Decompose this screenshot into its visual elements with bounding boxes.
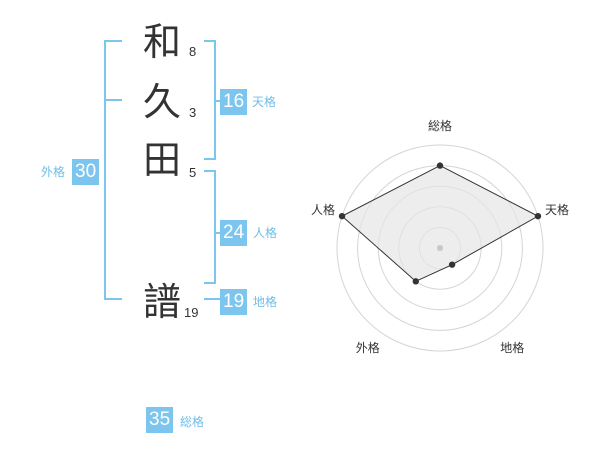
radar-center [437,245,443,251]
soukaku-value: 35 [146,407,174,433]
gaikaku-value: 30 [72,159,100,185]
radar-axis-label-jinkaku: 人格 [311,203,336,218]
stroke-count-4: 19 [184,305,199,320]
jinkaku-tick [215,232,223,234]
jinkaku-value: 24 [220,220,248,246]
chikaku-label: 地格 [253,295,278,309]
radar-polygon [341,165,540,282]
chikaku-value: 19 [220,289,248,315]
tenkaku-value: 16 [220,89,248,115]
radar-ring [336,144,544,352]
radar-point-3 [448,261,456,268]
name-char-3: 田 [142,138,181,182]
radar-point-2 [534,212,542,220]
stroke-count-2: 3 [189,105,197,120]
stroke-count-3: 5 [189,165,197,180]
gaikaku-bracket [104,40,122,300]
jinkaku-bracket [204,170,216,284]
radar-point-1 [436,162,444,169]
radar-axis-label-chikaku: 地格 [500,341,525,355]
radar-point-4 [412,278,419,285]
chikaku-tick [204,298,222,300]
name-char-1: 和 [142,20,181,64]
tenkaku-tick [215,100,223,102]
jinkaku-label: 人格 [253,226,278,240]
radar-point-5 [338,212,346,220]
tenkaku-label: 天格 [252,95,277,109]
radar-axis-label-soukaku: 総格 [428,118,453,133]
radar-axis-label-gaikaku: 外格 [355,341,380,355]
radar-axis-label-tenkaku: 天格 [544,203,569,218]
gaikaku-label: 外格 [41,165,66,179]
name-char-2: 久 [142,80,181,124]
name-char-4: 譜 [142,280,181,324]
bracket-tick [104,99,122,101]
stroke-count-1: 8 [189,44,197,59]
soukaku-label: 総格 [180,415,205,429]
